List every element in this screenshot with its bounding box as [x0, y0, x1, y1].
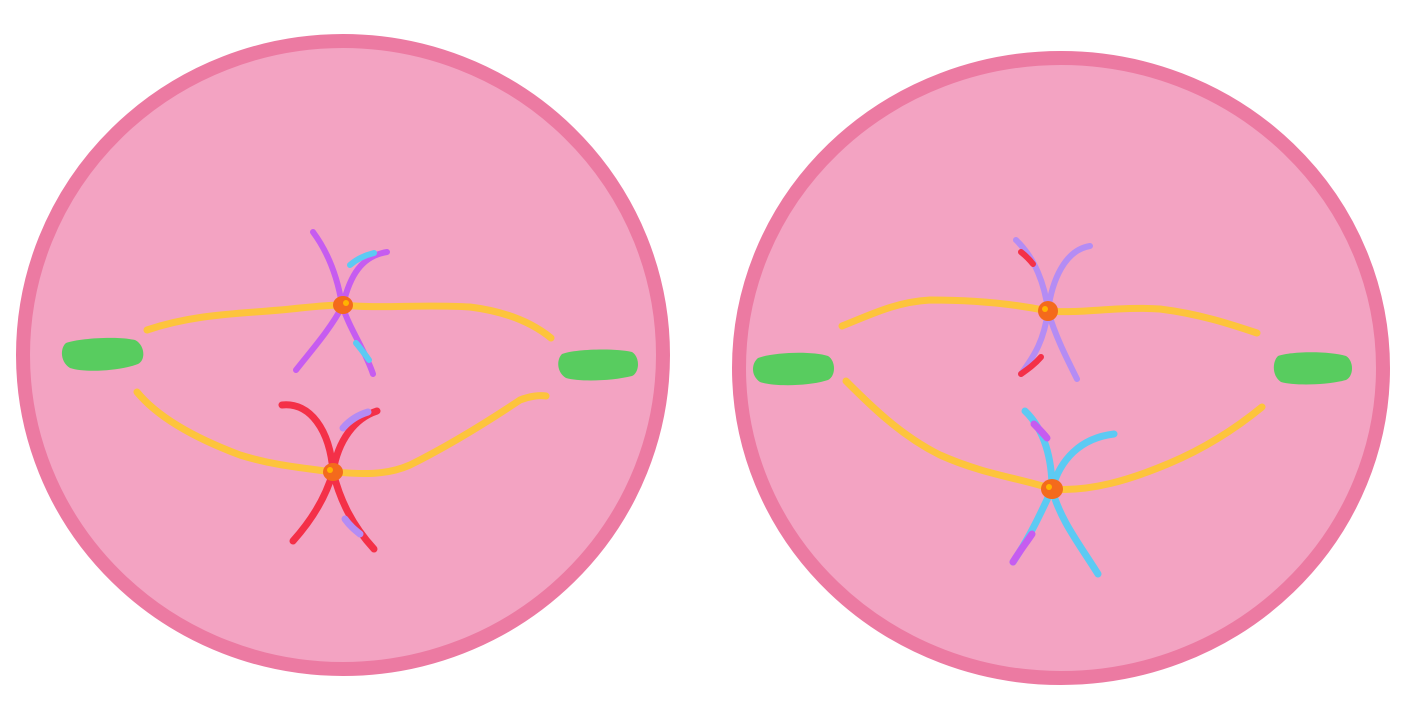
- left-spindle-fiber-upper-left: [143, 301, 347, 334]
- left-chromosome-upper-cross-top: [347, 250, 377, 268]
- left-cell-membrane: [16, 34, 670, 676]
- left-cell: [16, 34, 670, 676]
- left-centrosome-right: [558, 349, 638, 381]
- right-spindle-fiber-upper-right: [1044, 304, 1261, 337]
- right-chromosome-lower-centromere-core: [1046, 484, 1052, 490]
- right-cell-membrane: [732, 51, 1390, 685]
- right-chromosome-upper-centromere-core: [1042, 306, 1048, 312]
- left-spindle-fiber-lower-left: [133, 388, 337, 476]
- right-chromosome-lower: [1009, 407, 1118, 578]
- left-chromosome-lower-centromere: [323, 463, 343, 481]
- left-chromosome-upper-cross-bottom: [353, 340, 372, 363]
- right-centrosome-right: [1273, 352, 1352, 385]
- right-chromosome-upper-cross-top: [1018, 249, 1036, 267]
- right-spindle-fiber-lower-left: [842, 377, 1056, 493]
- right-centrosome-left: [752, 352, 834, 386]
- right-chromosome-lower-cross-bottom: [1009, 530, 1036, 566]
- right-cell: [732, 51, 1390, 685]
- right-chromosome-lower-cross-top: [1030, 420, 1051, 442]
- right-spindle-fibers: [838, 296, 1266, 493]
- left-chromosome-upper: [293, 229, 390, 377]
- right-chromosome-lower-centromere: [1041, 479, 1063, 499]
- left-spindle-fiber-upper-right: [339, 301, 555, 342]
- left-chromosome-lower-centromere-core: [327, 467, 333, 473]
- left-chromosome-lower: [278, 401, 381, 553]
- left-chromosome-upper-centromere-core: [343, 300, 349, 306]
- left-spindle-fibers: [133, 301, 555, 478]
- right-chromosome-upper-cross-bottom: [1018, 354, 1044, 377]
- left-centrosome-left: [61, 337, 144, 371]
- left-chromosome-lower-cross-bottom: [341, 515, 364, 538]
- right-chromosome-upper-centromere: [1038, 301, 1058, 321]
- left-spindle-fiber-lower-right: [329, 392, 550, 478]
- left-chromosome-upper-centromere: [333, 296, 353, 314]
- right-chromosome-upper: [1013, 237, 1093, 382]
- left-chromosome-lower-cross-top: [339, 408, 372, 432]
- right-spindle-fiber-lower-right: [1048, 403, 1266, 493]
- right-spindle-fiber-upper-left: [838, 296, 1052, 330]
